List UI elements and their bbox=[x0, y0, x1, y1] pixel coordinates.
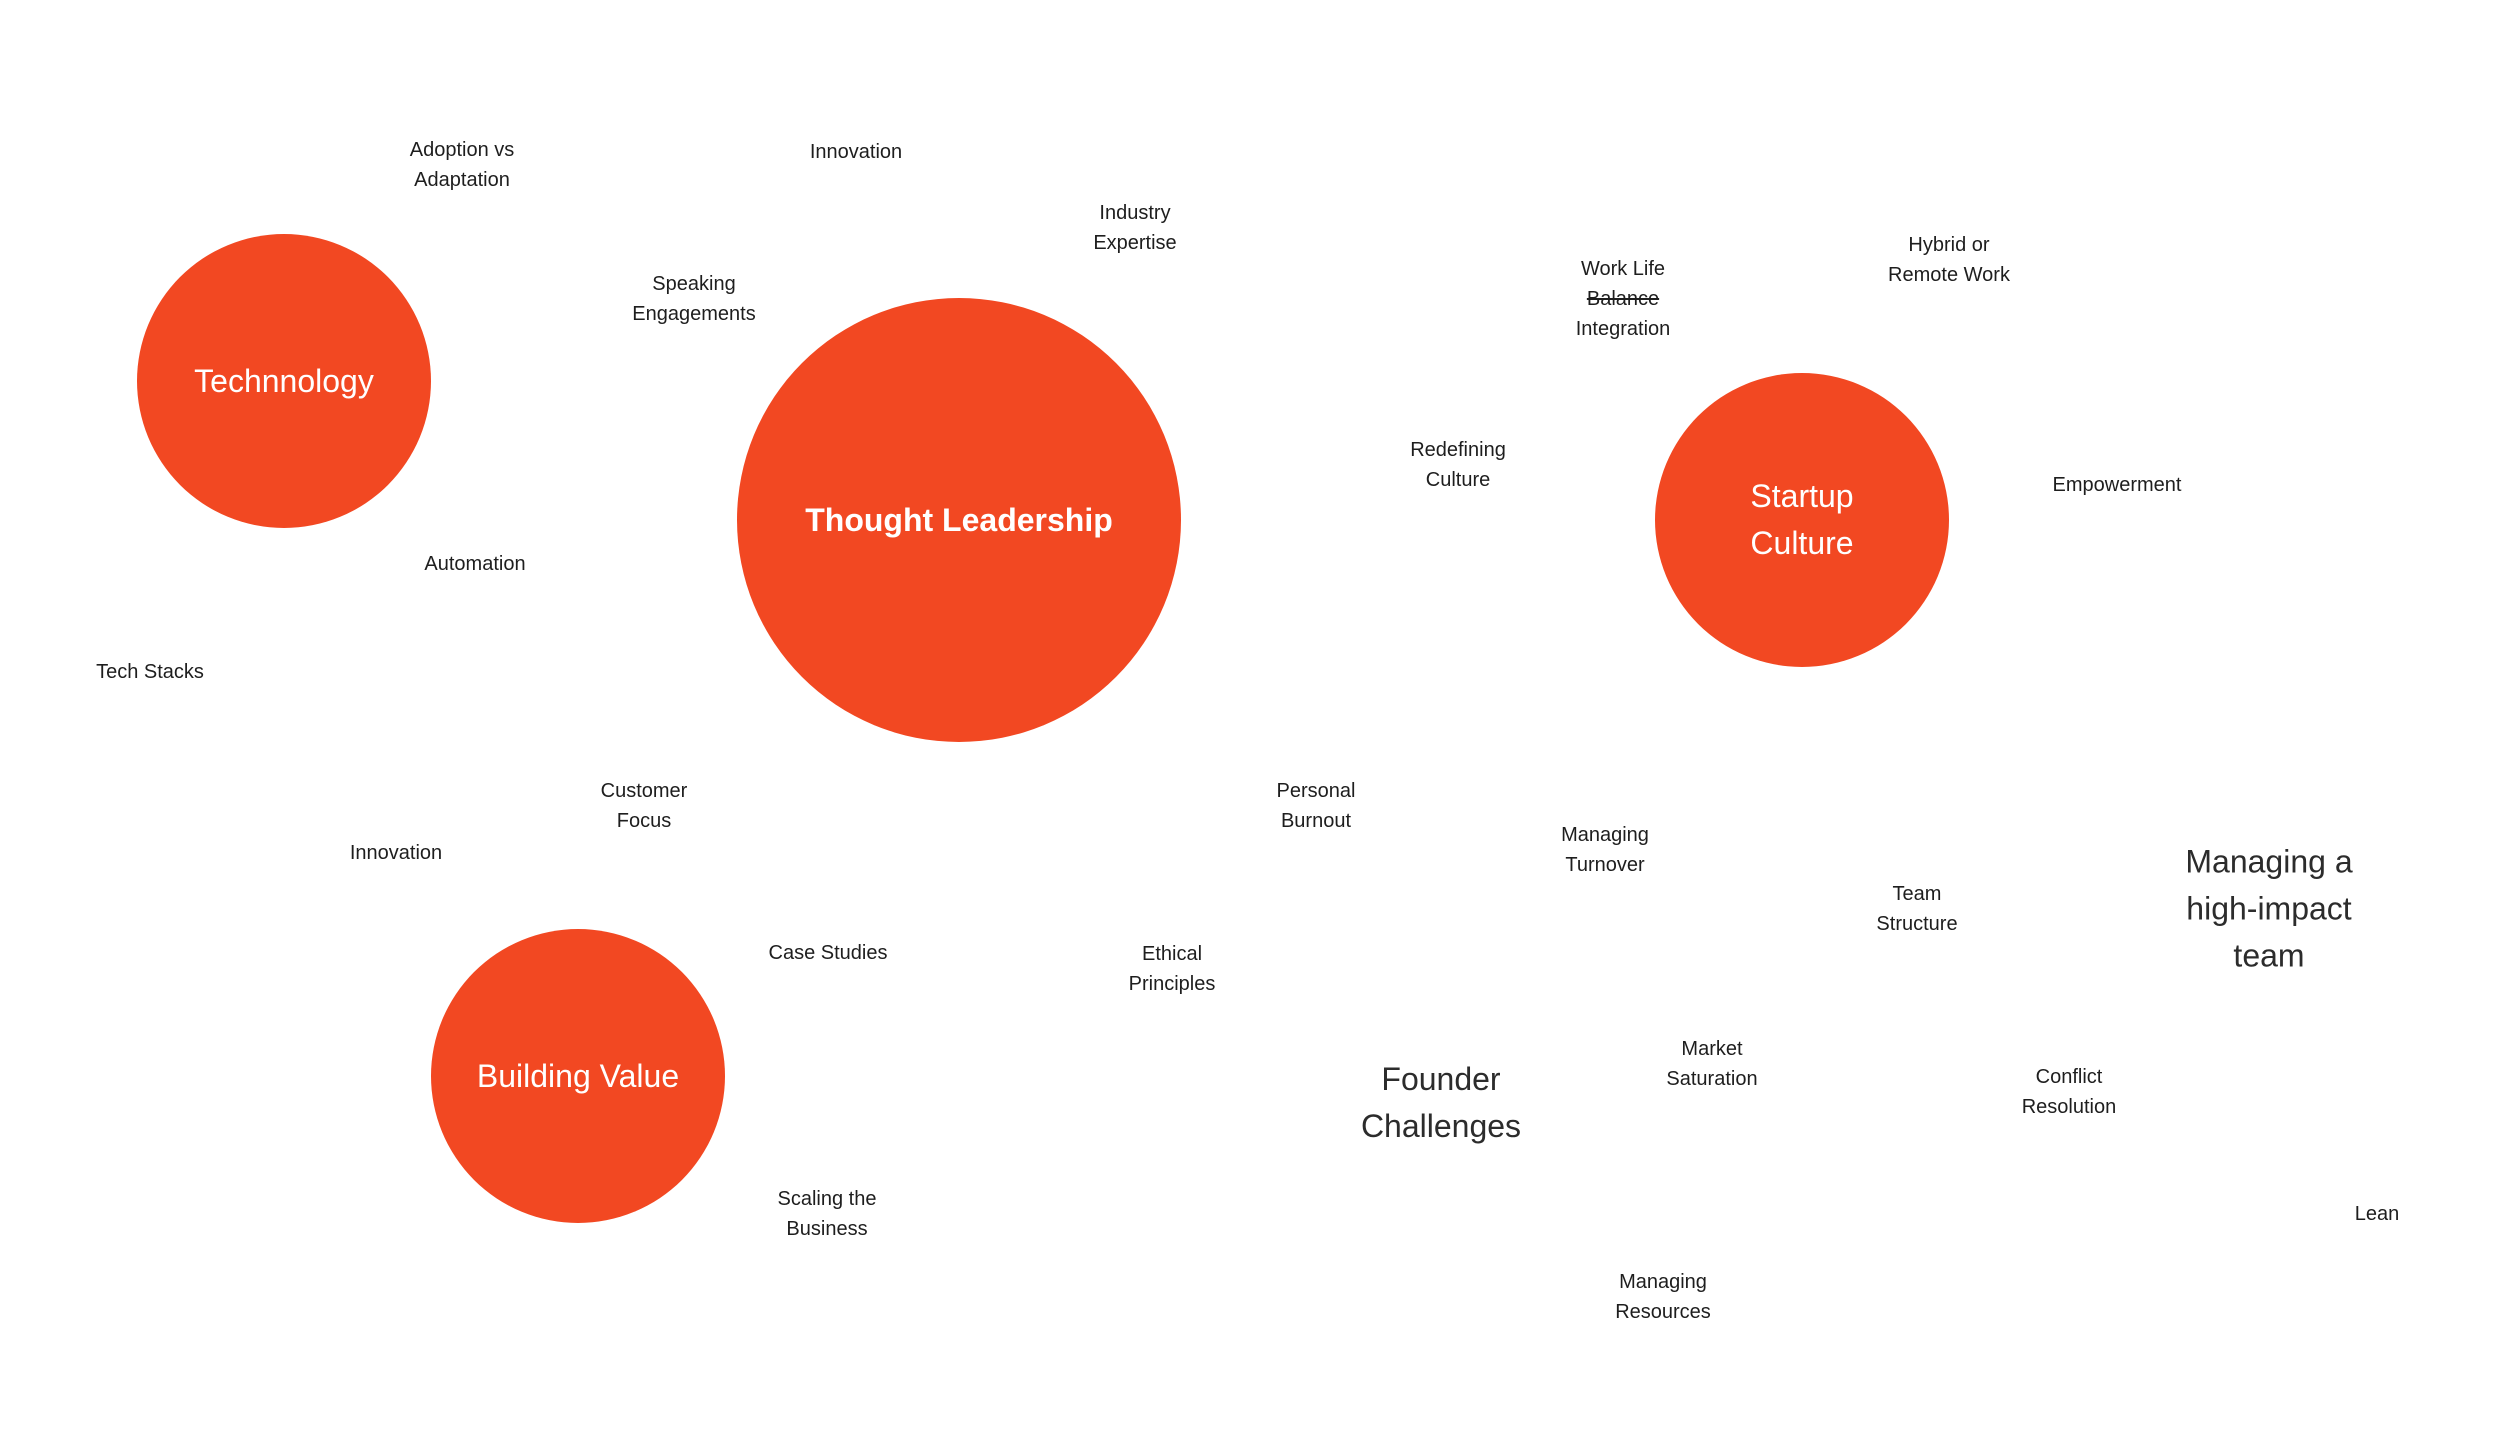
text-line: Work Life bbox=[1580, 258, 1666, 280]
text-line: Adoption vs bbox=[409, 139, 515, 161]
sticky-lean[interactable]: Lean bbox=[2355, 1199, 2400, 1229]
text-line: Customer bbox=[600, 780, 688, 802]
startup-culture-label-line1: Startup bbox=[1750, 478, 1854, 514]
sticky-case-studies[interactable]: Case Studies bbox=[769, 938, 888, 968]
text-line: Principles bbox=[1128, 973, 1216, 995]
text-line: Adaptation bbox=[414, 169, 510, 191]
text-line: Managing bbox=[1561, 824, 1649, 846]
text-line: Structure bbox=[1876, 913, 1958, 935]
text-line: Empowerment bbox=[2052, 474, 2182, 496]
text-line: Turnover bbox=[1565, 854, 1645, 876]
text-line: Market bbox=[1681, 1038, 1743, 1060]
text-line: Hybrid or bbox=[1908, 234, 1990, 256]
text-line: Expertise bbox=[1093, 232, 1177, 254]
text-line: Ethical bbox=[1141, 943, 1203, 965]
text-line: Burnout bbox=[1280, 810, 1352, 832]
sticky-innovation-bottom[interactable]: Innovation bbox=[350, 838, 442, 868]
text-line: Redefining bbox=[1410, 439, 1506, 461]
text-line: Business bbox=[786, 1218, 868, 1240]
sticky-adoption[interactable]: Adoption vs Adaptation bbox=[410, 135, 515, 195]
text-line: Resources bbox=[1615, 1301, 1711, 1323]
text-line: Lean bbox=[2354, 1203, 2400, 1225]
text-line: Resolution bbox=[2021, 1096, 2117, 1118]
building-value-node[interactable]: Building Value bbox=[431, 929, 725, 1223]
text-line: Managing a bbox=[2185, 843, 2353, 880]
text-line: high-impact bbox=[2186, 890, 2352, 927]
text-line: Team bbox=[1892, 883, 1942, 905]
strikethrough-text: Balance bbox=[1586, 288, 1660, 310]
text-line: Automation bbox=[424, 553, 526, 575]
text-line: Saturation bbox=[1666, 1068, 1758, 1090]
text-line: Conflict bbox=[2035, 1066, 2103, 1088]
text-line: Challenges bbox=[1360, 1108, 1522, 1144]
thought-leadership-label: Thought Leadership bbox=[805, 501, 1113, 538]
sticky-hybrid[interactable]: Hybrid or Remote Work bbox=[1888, 230, 2010, 290]
text-line: team bbox=[2233, 937, 2305, 974]
text-line: Focus bbox=[616, 810, 672, 832]
text-line: Industry bbox=[1099, 202, 1171, 224]
building-value-label: Building Value bbox=[476, 1057, 680, 1094]
text-line: Engagements bbox=[632, 303, 756, 325]
text-line: Scaling the bbox=[777, 1188, 877, 1210]
text-line: Case Studies bbox=[768, 942, 888, 964]
text-line: Integration bbox=[1575, 318, 1671, 340]
sticky-empowerment[interactable]: Empowerment bbox=[2053, 470, 2182, 500]
text-line: Speaking bbox=[652, 273, 736, 295]
text-line: Innovation bbox=[809, 141, 903, 163]
text-line: Managing bbox=[1619, 1271, 1707, 1293]
text-line: Culture bbox=[1425, 469, 1491, 491]
text-line: Tech Stacks bbox=[96, 661, 204, 683]
technology-label: Technnology bbox=[194, 362, 374, 399]
text-line: Founder bbox=[1381, 1061, 1501, 1097]
text-line: Remote Work bbox=[1888, 264, 2010, 286]
heading-high-impact-team[interactable]: Managing a high-impact team bbox=[2185, 839, 2352, 980]
startup-culture-label-line2: Culture bbox=[1750, 525, 1854, 561]
text-line: Personal bbox=[1276, 780, 1356, 802]
sticky-innovation-top[interactable]: Innovation bbox=[810, 137, 902, 167]
thought-leadership-node[interactable]: Thought Leadership bbox=[737, 298, 1181, 742]
technology-node[interactable]: Technnology bbox=[137, 234, 431, 528]
sticky-tech-stacks[interactable]: Tech Stacks bbox=[96, 657, 204, 687]
text-line: Innovation bbox=[349, 842, 443, 864]
sticky-automation[interactable]: Automation bbox=[424, 549, 525, 579]
